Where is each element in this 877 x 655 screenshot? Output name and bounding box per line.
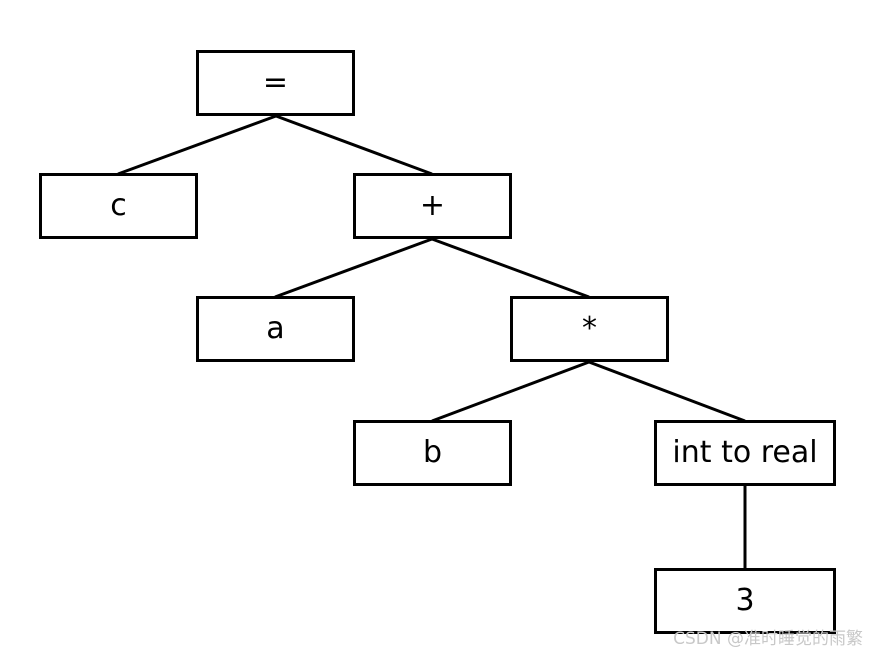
node-int-to-real-label: int to real bbox=[672, 435, 818, 470]
edge-assign-c bbox=[117, 114, 277, 176]
node-plus-label: + bbox=[419, 188, 446, 223]
edge-times-inttoreal bbox=[588, 360, 746, 423]
node-int-to-real: int to real bbox=[654, 420, 836, 486]
watermark-text: CSDN @准时睡觉的雨繁 bbox=[673, 629, 863, 649]
node-a: a bbox=[196, 296, 355, 362]
edge-times-b bbox=[431, 360, 590, 423]
node-assign-label: = bbox=[262, 65, 289, 100]
node-a-label: a bbox=[266, 311, 285, 346]
node-b: b bbox=[353, 420, 512, 486]
edge-plus-times bbox=[431, 237, 590, 299]
node-three-label: 3 bbox=[735, 583, 755, 618]
node-plus: + bbox=[353, 173, 512, 239]
node-times-label: * bbox=[582, 311, 597, 346]
node-times: * bbox=[510, 296, 669, 362]
edge-plus-a bbox=[274, 237, 433, 299]
node-c-label: c bbox=[110, 188, 127, 223]
node-three: 3 bbox=[654, 568, 836, 634]
node-b-label: b bbox=[422, 435, 443, 470]
edge-assign-plus bbox=[275, 114, 433, 176]
node-c: c bbox=[39, 173, 198, 239]
node-assign: = bbox=[196, 50, 355, 116]
